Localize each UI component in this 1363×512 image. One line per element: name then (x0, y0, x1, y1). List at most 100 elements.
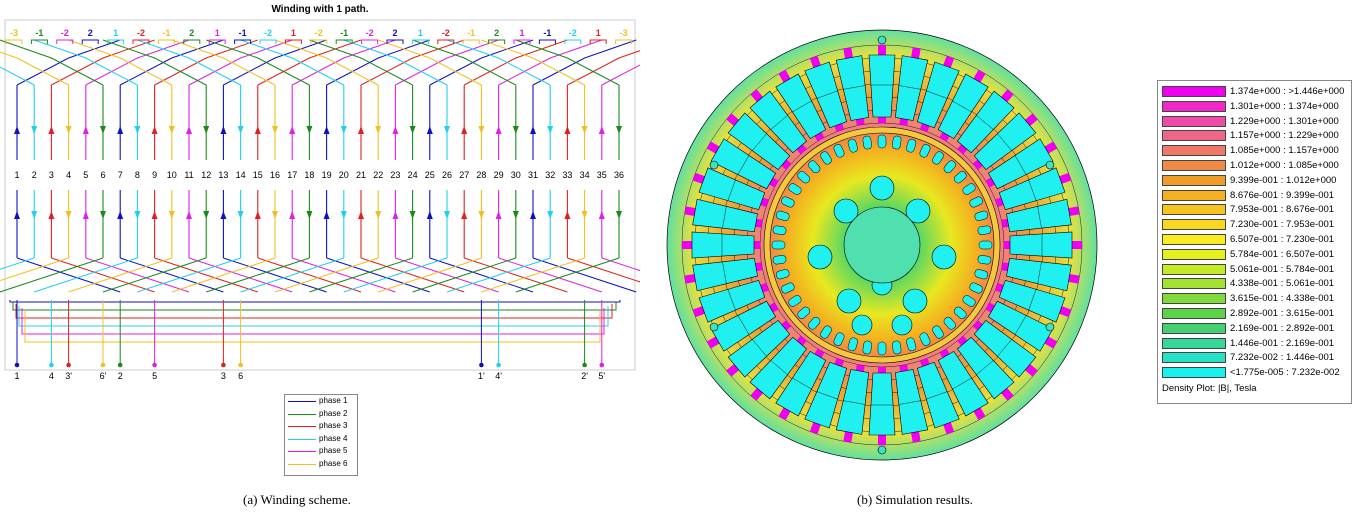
terminal-5': 5' (598, 300, 605, 381)
stator-slots (682, 45, 1082, 445)
rotor-bar (977, 225, 992, 235)
slot-number: 11 (184, 170, 193, 180)
pole-group-label: 2 (494, 28, 499, 38)
stator-slot (804, 55, 848, 132)
rotor-bar (919, 332, 931, 346)
phase-legend-swatch (288, 413, 316, 415)
svg-text:6: 6 (238, 371, 243, 381)
pole-group-label: -2 (61, 28, 69, 38)
density-legend-entry: 4.338e-001 : 5.061e-001 (1162, 277, 1348, 290)
phase-legend-label: phase 3 (319, 421, 348, 430)
rotor-bar (969, 282, 983, 294)
slot-number: 21 (356, 170, 366, 180)
rotor-bar (919, 144, 931, 158)
slot-number: 18 (304, 170, 314, 180)
density-legend-label: 2.169e-001 : 2.892e-001 (1230, 322, 1335, 334)
density-legend-swatch (1162, 308, 1226, 319)
stator-slot (684, 198, 763, 232)
slot-number: 14 (236, 170, 246, 180)
winding-frame (4, 19, 636, 371)
coil-slot-3 (48, 39, 155, 293)
phase-legend-swatch (288, 426, 316, 427)
coil-slot-2 (0, 66, 38, 270)
caption-simulation-results: (b) Simulation results. (857, 492, 973, 507)
slot-number: 27 (459, 170, 469, 180)
density-legend-label: 1.446e-001 : 2.169e-001 (1230, 337, 1335, 349)
density-legend-label: <1.775e-005 : 7.232e-002 (1230, 367, 1340, 379)
coil-slot-8 (34, 39, 141, 293)
pole-group-label: 1 (215, 28, 220, 38)
stator-slot (1001, 198, 1080, 232)
rotor-holes (807, 175, 957, 336)
terminal-6': 6' (100, 300, 107, 381)
density-legend-label: 7.230e-001 : 7.953e-001 (1230, 219, 1335, 231)
stator-slot (706, 300, 779, 352)
coil-slot-25 (426, 39, 534, 293)
stator-slot (916, 358, 960, 435)
pole-group-label: -2 (315, 28, 323, 38)
density-legend-label: 7.232e-002 : 1.446e-001 (1230, 352, 1335, 364)
phase-legend-swatch (288, 401, 316, 402)
slot-number: 35 (597, 170, 607, 180)
coil-slot-26 (343, 39, 450, 293)
density-legend-label: 1.229e+000 : 1.301e+000 (1230, 115, 1339, 127)
coil-slot-12 (102, 39, 210, 293)
stator-slot (692, 167, 769, 211)
svg-text:4: 4 (49, 371, 54, 381)
coil-slot-29 (495, 39, 602, 293)
rotor-bar (974, 210, 989, 221)
rotor-bar (862, 340, 872, 355)
rotor-hole (902, 288, 928, 314)
phase-bus-2 (12, 302, 617, 311)
density-legend-entry: 5.784e-001 : 6.507e-001 (1162, 248, 1348, 261)
coil-slot-33 (564, 50, 640, 283)
stator-slot (775, 348, 827, 421)
rotor-bar (953, 171, 967, 184)
density-legend-label: 9.399e-001 : 1.012e+000 (1230, 174, 1337, 186)
coil-slot-17 (289, 39, 396, 293)
slot-number: 13 (218, 170, 228, 180)
rotor-bar (862, 135, 872, 150)
rotor-bar (969, 196, 983, 208)
stator-slot (706, 138, 779, 190)
pole-group-label: 1 (418, 28, 423, 38)
density-legend-swatch (1162, 100, 1226, 112)
slot-number: 7 (118, 170, 123, 180)
coil-slot-21 (358, 39, 465, 293)
density-legend-entry: 3.615e-001 : 4.338e-001 (1162, 292, 1348, 305)
slot-number: 30 (511, 170, 521, 180)
phase-bus-1 (9, 300, 621, 303)
density-legend-entry: <1.775e-005 : 7.232e-002 (1162, 366, 1348, 379)
rotor-bar (932, 325, 944, 339)
coil-slot-4 (0, 51, 72, 282)
rotor-bar (833, 332, 845, 346)
density-legend-entry: 6.507e-001 : 7.230e-001 (1162, 233, 1348, 246)
density-legend-label: 2.892e-001 : 3.615e-001 (1230, 308, 1335, 319)
coil-slot-34 (481, 39, 588, 293)
slot-number: 12 (201, 170, 211, 180)
phase-bus-5 (21, 308, 605, 335)
density-legend-swatch (1162, 293, 1226, 305)
density-legend-swatch (1162, 204, 1226, 216)
pole-group-label: -2 (569, 28, 577, 38)
terminal-4': 4' (495, 300, 502, 381)
density-legend: Density Plot: |B|, Tesla 1.374e+000 : >1… (1157, 80, 1352, 404)
rotor-bar (772, 255, 787, 265)
density-legend-swatch (1162, 352, 1226, 364)
slot-number: 16 (270, 170, 280, 180)
caption-winding-scheme: (a) Winding scheme. (243, 492, 351, 507)
slot-number: 20 (339, 170, 349, 180)
density-legend-title: Density Plot: |B|, Tesla (1162, 383, 1257, 394)
coil-slot-14 (137, 39, 244, 293)
rotor-hole (836, 288, 862, 314)
slot-number: 25 (425, 170, 435, 180)
coil-slot-1 (14, 39, 121, 293)
density-legend-label: 5.061e-001 : 5.784e-001 (1230, 263, 1335, 275)
coil-slot-22 (274, 39, 382, 293)
coil-slot-16 (171, 39, 278, 293)
terminal-2': 2' (581, 300, 588, 381)
rotor-hole (851, 314, 873, 336)
